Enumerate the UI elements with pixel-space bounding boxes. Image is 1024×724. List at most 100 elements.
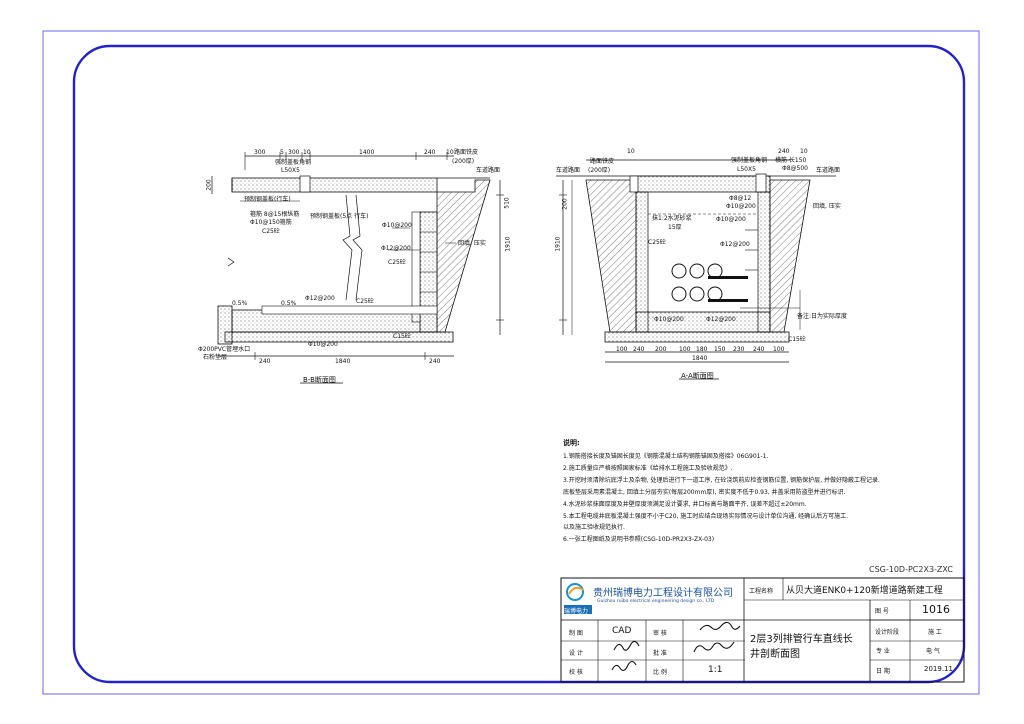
bb-label-rebar-a: 箍筋 8@15根纵筋 <box>250 211 300 218</box>
bb-label-rebar-b: Φ10@150箍筋 <box>250 219 292 226</box>
note-item: 以及施工验收规范执行. <box>563 524 625 531</box>
date-value: 2019.11 <box>924 665 953 673</box>
row-label-approver: 批 准 <box>653 650 667 657</box>
drawing-code: CSG-10D-PC2X3-ZXC <box>869 565 953 574</box>
drawing-title-line2: 井剖断面图 <box>750 649 800 660</box>
drawing-no-value: 1016 <box>922 603 950 616</box>
aa-label-compact: 回填, 压实 <box>813 203 841 210</box>
aa-label-road-slab-b: 车道路面 <box>816 167 841 174</box>
note-item: 底板垫层采用素混凝土, 回填土分层夯实(每层200mm厚), 密实度不低于0.9… <box>563 489 846 496</box>
aa-label-note-soil: 备注:日为实际厚度 <box>797 313 848 320</box>
dim-bb-top-7: 10 <box>446 149 454 156</box>
dim-bb-right-3: 200 <box>205 179 213 191</box>
project-label: 工程名称 <box>749 588 774 595</box>
aa-label-angle-size: L50X5 <box>737 166 756 173</box>
aa-label-rebar-e: Φ10@200 <box>654 316 684 323</box>
dim-bb-bottom-3: 240 <box>429 358 441 365</box>
dim-aa-total-width: 1840 <box>692 355 708 362</box>
note-item: 2.施工质量应严格按照国家标准《给排水工程施工及验收规范》. <box>563 465 733 472</box>
bb-label-pipe: Φ200PVC管埋水口 <box>198 346 251 353</box>
bb-label-c25-c: C25砼 <box>356 298 374 305</box>
bb-label-curb-thickness: (200厚) <box>452 158 475 165</box>
aa-label-mortar-thickness: 15厚 <box>668 224 682 231</box>
bb-label-slope-a: 0.5% <box>232 300 248 307</box>
bb-label-rebar-e: Φ12@200 <box>305 295 335 302</box>
aa-label-rebar-top-b: Φ8@500 <box>782 165 808 172</box>
bb-label-angle-size: L50X5 <box>281 167 300 174</box>
dim-bb-top-4: 10 <box>303 149 311 156</box>
aa-label-rebar-top-a: 横筋 长150 <box>775 157 807 164</box>
section-aa-drawing <box>556 159 836 363</box>
category-label: 专 业 <box>876 648 890 655</box>
aa-label-c25: C25砼 <box>648 239 666 246</box>
section-bb-drawing <box>211 152 504 360</box>
dim-aa-left-2: 200 <box>561 198 569 210</box>
row-label-designer: 设 计 <box>569 650 583 657</box>
dim-aa-bottom-1: 100 <box>616 346 628 353</box>
stage-value: 施 工 <box>928 629 942 636</box>
signatures <box>611 621 741 671</box>
dim-aa-bottom-4: 100 <box>679 346 691 353</box>
title-block-frame <box>560 577 965 683</box>
dim-aa-bottom-9: 100 <box>773 346 785 353</box>
note-item: 1.钢筋搭接长度及锚固长度见《钢筋混凝土结构钢筋锚固及搭接》06G901-1. <box>563 453 769 460</box>
row-label-checker: 校 核 <box>569 669 583 676</box>
bb-label-c25-b: C25砼 <box>388 259 406 266</box>
aa-label-rebar-c: Φ10@200 <box>716 216 746 223</box>
dim-bb-top-5: 1400 <box>359 149 375 156</box>
category-value: 电 气 <box>926 648 940 655</box>
bb-label-rebar-f: Φ10@200 <box>308 341 338 348</box>
bb-label-c25-a: C25砼 <box>262 228 280 235</box>
aa-label-mortar: 抹1:2水泥砂浆 <box>652 215 692 222</box>
dim-bb-top-2: 5 <box>280 149 284 156</box>
bb-label-steel-cover-b: 预制钢盖板(5点 行车) <box>310 213 369 220</box>
row-value-drafter: CAD <box>612 626 632 636</box>
section-bb-title: B-B断面图 <box>303 376 336 384</box>
dim-aa-top-3: 10 <box>800 148 808 155</box>
bb-label-c15: C15砼 <box>393 333 411 340</box>
row-label-drafter: 制 图 <box>569 630 583 637</box>
dim-aa-bottom-2: 240 <box>633 346 645 353</box>
dim-aa-left-1: 1910 <box>554 236 562 252</box>
stage-label: 设计阶段 <box>875 629 900 636</box>
scale-value: 1:1 <box>708 665 723 675</box>
dim-aa-bottom-7: 230 <box>733 346 745 353</box>
bb-label-curb: 路面铁皮 <box>454 149 479 156</box>
dim-bb-top-6: 240 <box>424 149 436 156</box>
dim-aa-bottom-3: 200 <box>655 346 667 353</box>
aa-label-rebar-a: Φ8@12 <box>729 195 752 202</box>
bb-label-compact: 回填, 压实 <box>458 240 486 247</box>
project-value: 从贝大道ENK0+120新增道路新建工程 <box>786 586 943 596</box>
aa-label-rebar-f: Φ12@200 <box>706 316 736 323</box>
company-name-en: Guizhou ruibo electrical engineering des… <box>597 599 715 604</box>
scale-label: 比 例 <box>653 669 667 676</box>
inner-frame <box>72 44 966 684</box>
aa-label-c15: C15砼 <box>788 336 806 343</box>
logo-text: 瑞博电力 <box>564 608 589 615</box>
note-item: 5.本工程电缆井底板混凝土强度不小于C20, 施工时应结合现场实际情况与设计单位… <box>563 513 849 520</box>
aa-label-rebar-b: Φ10@200 <box>726 203 756 210</box>
dim-bb-top-3: 300 <box>288 149 300 156</box>
bb-label-angle-a: 强制盖板角钢 <box>275 159 312 166</box>
bb-label-slope-b: 0.5% <box>281 300 297 307</box>
aa-label-curb-thickness: (200厚) <box>588 167 611 174</box>
row-label-reviewer: 审 核 <box>653 630 667 637</box>
note-item: 6.一张工程图纸及说明书参照(CSG-10D-PR2X3-ZX-03) <box>563 536 715 543</box>
bb-label-steel-cover: 预制钢盖板(行车) <box>244 196 291 203</box>
bb-label-rebar-c: Φ10@200 <box>382 222 412 229</box>
bb-label-rebar-d: Φ12@200 <box>381 245 411 252</box>
drawing-title-line1: 2层3列排管行车直线长 <box>750 634 853 645</box>
dim-aa-bottom-8: 240 <box>753 346 765 353</box>
aa-label-angle: 强制盖板角钢 <box>731 157 768 164</box>
dim-bb-bottom-1: 240 <box>259 358 271 365</box>
section-aa-title: A-A断面图 <box>681 372 714 380</box>
dim-aa-bottom-6: 150 <box>714 346 726 353</box>
dim-bb-right-1: 510 <box>503 197 511 209</box>
company-name: 贵州瑞博电力工程设计有限公司 <box>593 588 733 599</box>
note-item: 3.开挖时须清除坑底浮土及杂物, 处理后进行下一道工序, 在砼浇筑前应检查钢筋位… <box>563 477 880 484</box>
dim-aa-top-1: 10 <box>627 148 635 155</box>
bb-label-road-slab: 车道路面 <box>476 167 501 174</box>
dim-bb-bottom-2: 1840 <box>335 358 351 365</box>
bb-label-gravel: 石粉垫层 <box>203 354 228 361</box>
